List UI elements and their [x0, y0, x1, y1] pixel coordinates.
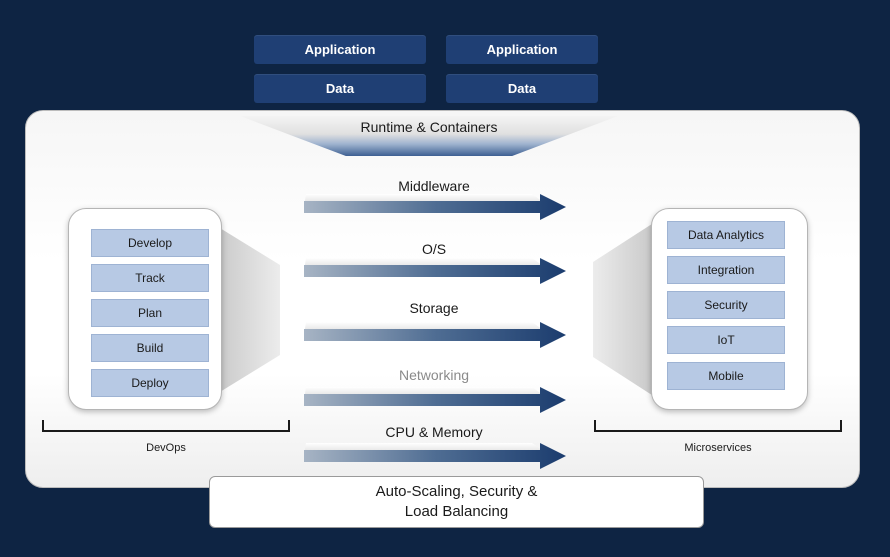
- microservices-label: Microservices: [684, 442, 752, 454]
- auto-scaling-line1: Auto-Scaling, Security &: [375, 483, 538, 500]
- devops-label: DevOps: [146, 442, 186, 454]
- devops-item-build: Build: [91, 334, 209, 362]
- cpu-memory-arrow: [304, 443, 566, 469]
- microservices-bracket: [594, 420, 842, 432]
- microservice-item-mobile: Mobile: [667, 362, 785, 390]
- middleware-label: Middleware: [398, 178, 470, 194]
- networking-label: Networking: [398, 367, 470, 383]
- microservice-item-integration: Integration: [667, 256, 785, 284]
- microservice-item-iot: IoT: [667, 326, 785, 354]
- networking-arrow: [304, 387, 566, 413]
- storage-label: Storage: [409, 300, 459, 316]
- microservices-projection: [593, 222, 655, 397]
- middleware-arrow: [304, 194, 566, 220]
- application-box-left: Application: [254, 35, 426, 64]
- devops-item-track: Track: [91, 264, 209, 292]
- microservice-item-security: Security: [667, 291, 785, 319]
- application-box-right: Application: [446, 35, 598, 64]
- runtime-label: Runtime & Containers: [360, 119, 498, 135]
- devops-bracket: [42, 420, 290, 432]
- auto-scaling-line2: Load Balancing: [404, 503, 509, 520]
- os-label: O/S: [421, 241, 447, 257]
- devops-item-develop: Develop: [91, 229, 209, 257]
- cpu-memory-label: CPU & Memory: [385, 424, 483, 440]
- auto-scaling-box: Auto-Scaling, Security & Load Balancing: [209, 476, 704, 528]
- devops-item-deploy: Deploy: [91, 369, 209, 397]
- storage-arrow: [304, 322, 566, 348]
- data-box-right: Data: [446, 74, 598, 103]
- devops-item-plan: Plan: [91, 299, 209, 327]
- devops-projection: [215, 225, 280, 395]
- data-box-left: Data: [254, 74, 426, 103]
- microservice-item-data-analytics: Data Analytics: [667, 221, 785, 249]
- os-arrow: [304, 258, 566, 284]
